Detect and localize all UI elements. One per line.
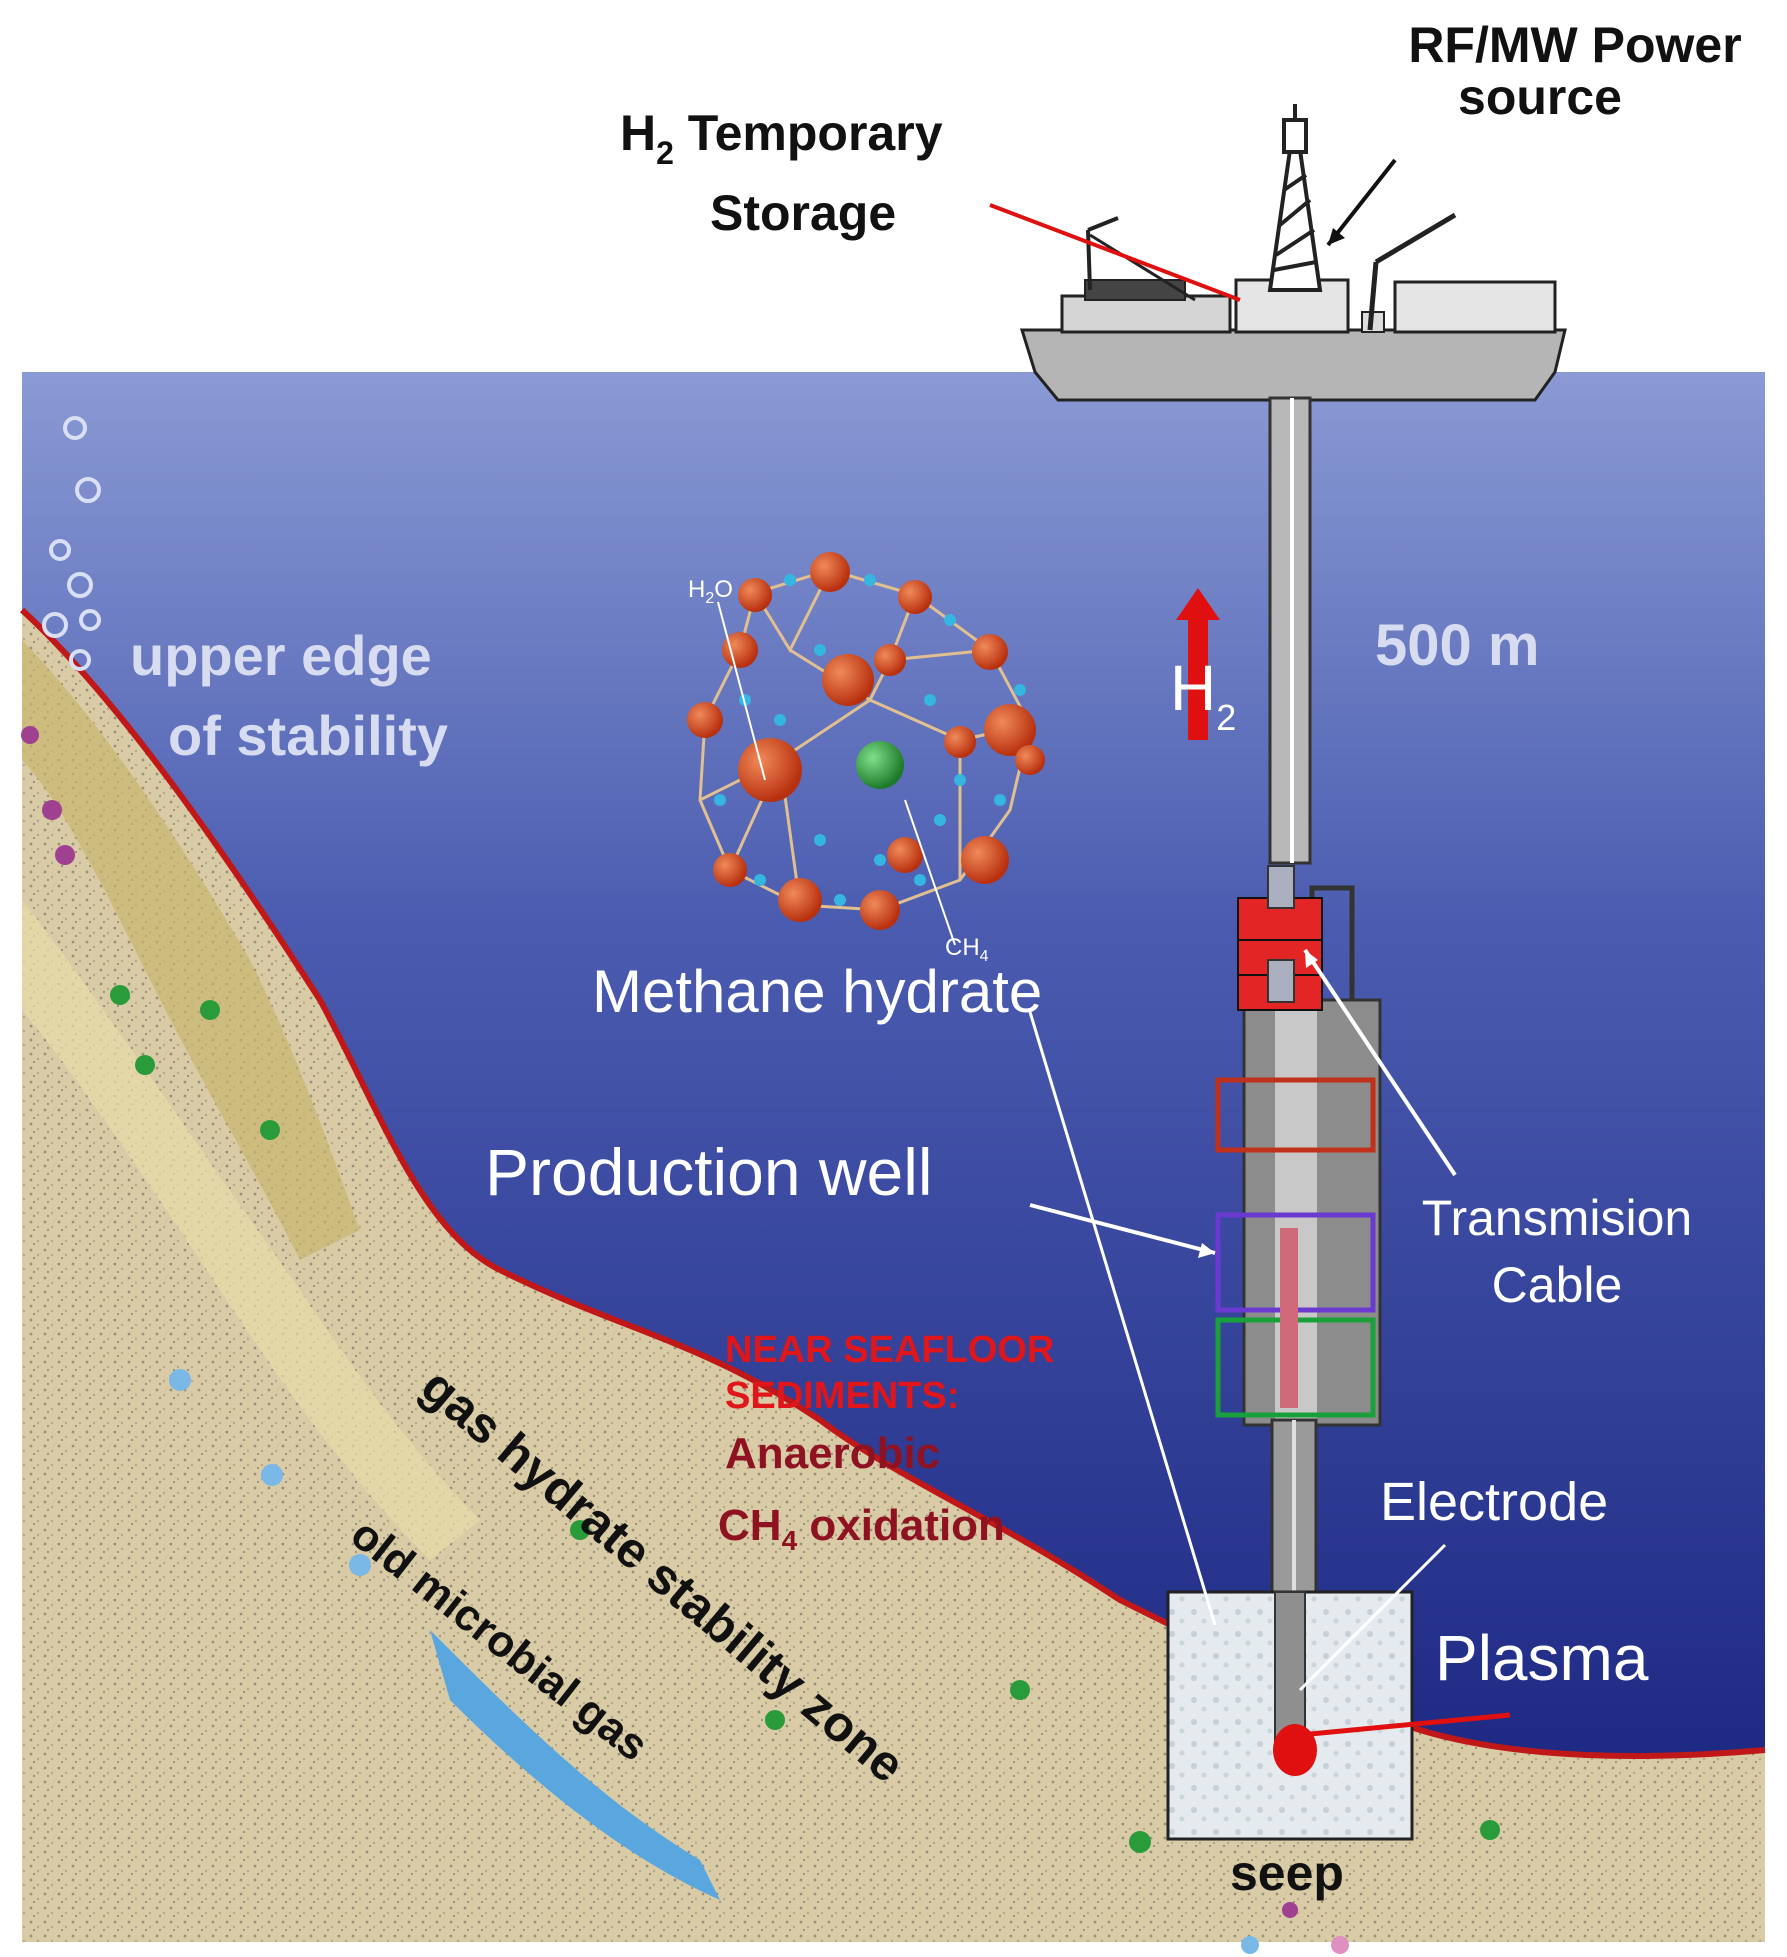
gas-bubbles xyxy=(42,416,101,671)
h2o-label: H2O xyxy=(688,576,733,607)
methane-hydrate-label: Methane hydrate xyxy=(592,958,1042,1025)
seafloor-line xyxy=(19,607,1766,1759)
near-seafloor-label-line2: SEDIMENTS: xyxy=(725,1375,959,1417)
sediment-upper-band xyxy=(22,640,360,1260)
rf-power-label: RF/MW Power xyxy=(1408,17,1741,73)
anaerobic-label-line2: CH4 oxidation xyxy=(718,1501,1005,1556)
sediment-dots xyxy=(21,726,1500,1954)
plasma-glow xyxy=(1273,1724,1317,1776)
seep-label: seep xyxy=(1230,1845,1344,1901)
rf-power-label-line2: source xyxy=(1458,69,1622,125)
electrode-label: Electrode xyxy=(1380,1472,1608,1532)
leader-lines xyxy=(989,158,1511,1738)
h2-storage-label: H2 Temporary xyxy=(620,105,943,171)
transmission-cable-label-line2: Cable xyxy=(1492,1257,1623,1313)
seafloor-sediment xyxy=(22,610,1765,1942)
microbial-gas-band xyxy=(430,1630,720,1900)
methane-molecule xyxy=(856,741,904,789)
pipe-internal xyxy=(1280,1228,1298,1408)
electrode-rod xyxy=(1274,1591,1306,1743)
upper-edge-label: upper edge xyxy=(130,624,432,687)
production-pipe xyxy=(1242,396,1382,1672)
red-section-box xyxy=(1215,1077,1376,1153)
h2-arrow xyxy=(1176,588,1220,740)
h2-storage-label-line2: Storage xyxy=(710,185,896,241)
plasma-label: Plasma xyxy=(1435,1622,1649,1694)
near-seafloor-label: NEAR SEAFLOOR xyxy=(725,1329,1054,1371)
production-well-label: Production well xyxy=(485,1135,933,1209)
upper-edge-label-line2: of stability xyxy=(168,704,448,767)
depth-label: 500 m xyxy=(1375,613,1539,678)
transmission-cable-label: Transmision xyxy=(1422,1190,1692,1246)
ch4-label: CH4 xyxy=(945,934,989,965)
methane-hydrate-molecule xyxy=(687,552,1045,946)
anaerobic-label: Anaerobic xyxy=(725,1429,940,1478)
drilling-ship xyxy=(1019,104,1567,402)
h2-flow-label: H2 xyxy=(1170,652,1236,738)
